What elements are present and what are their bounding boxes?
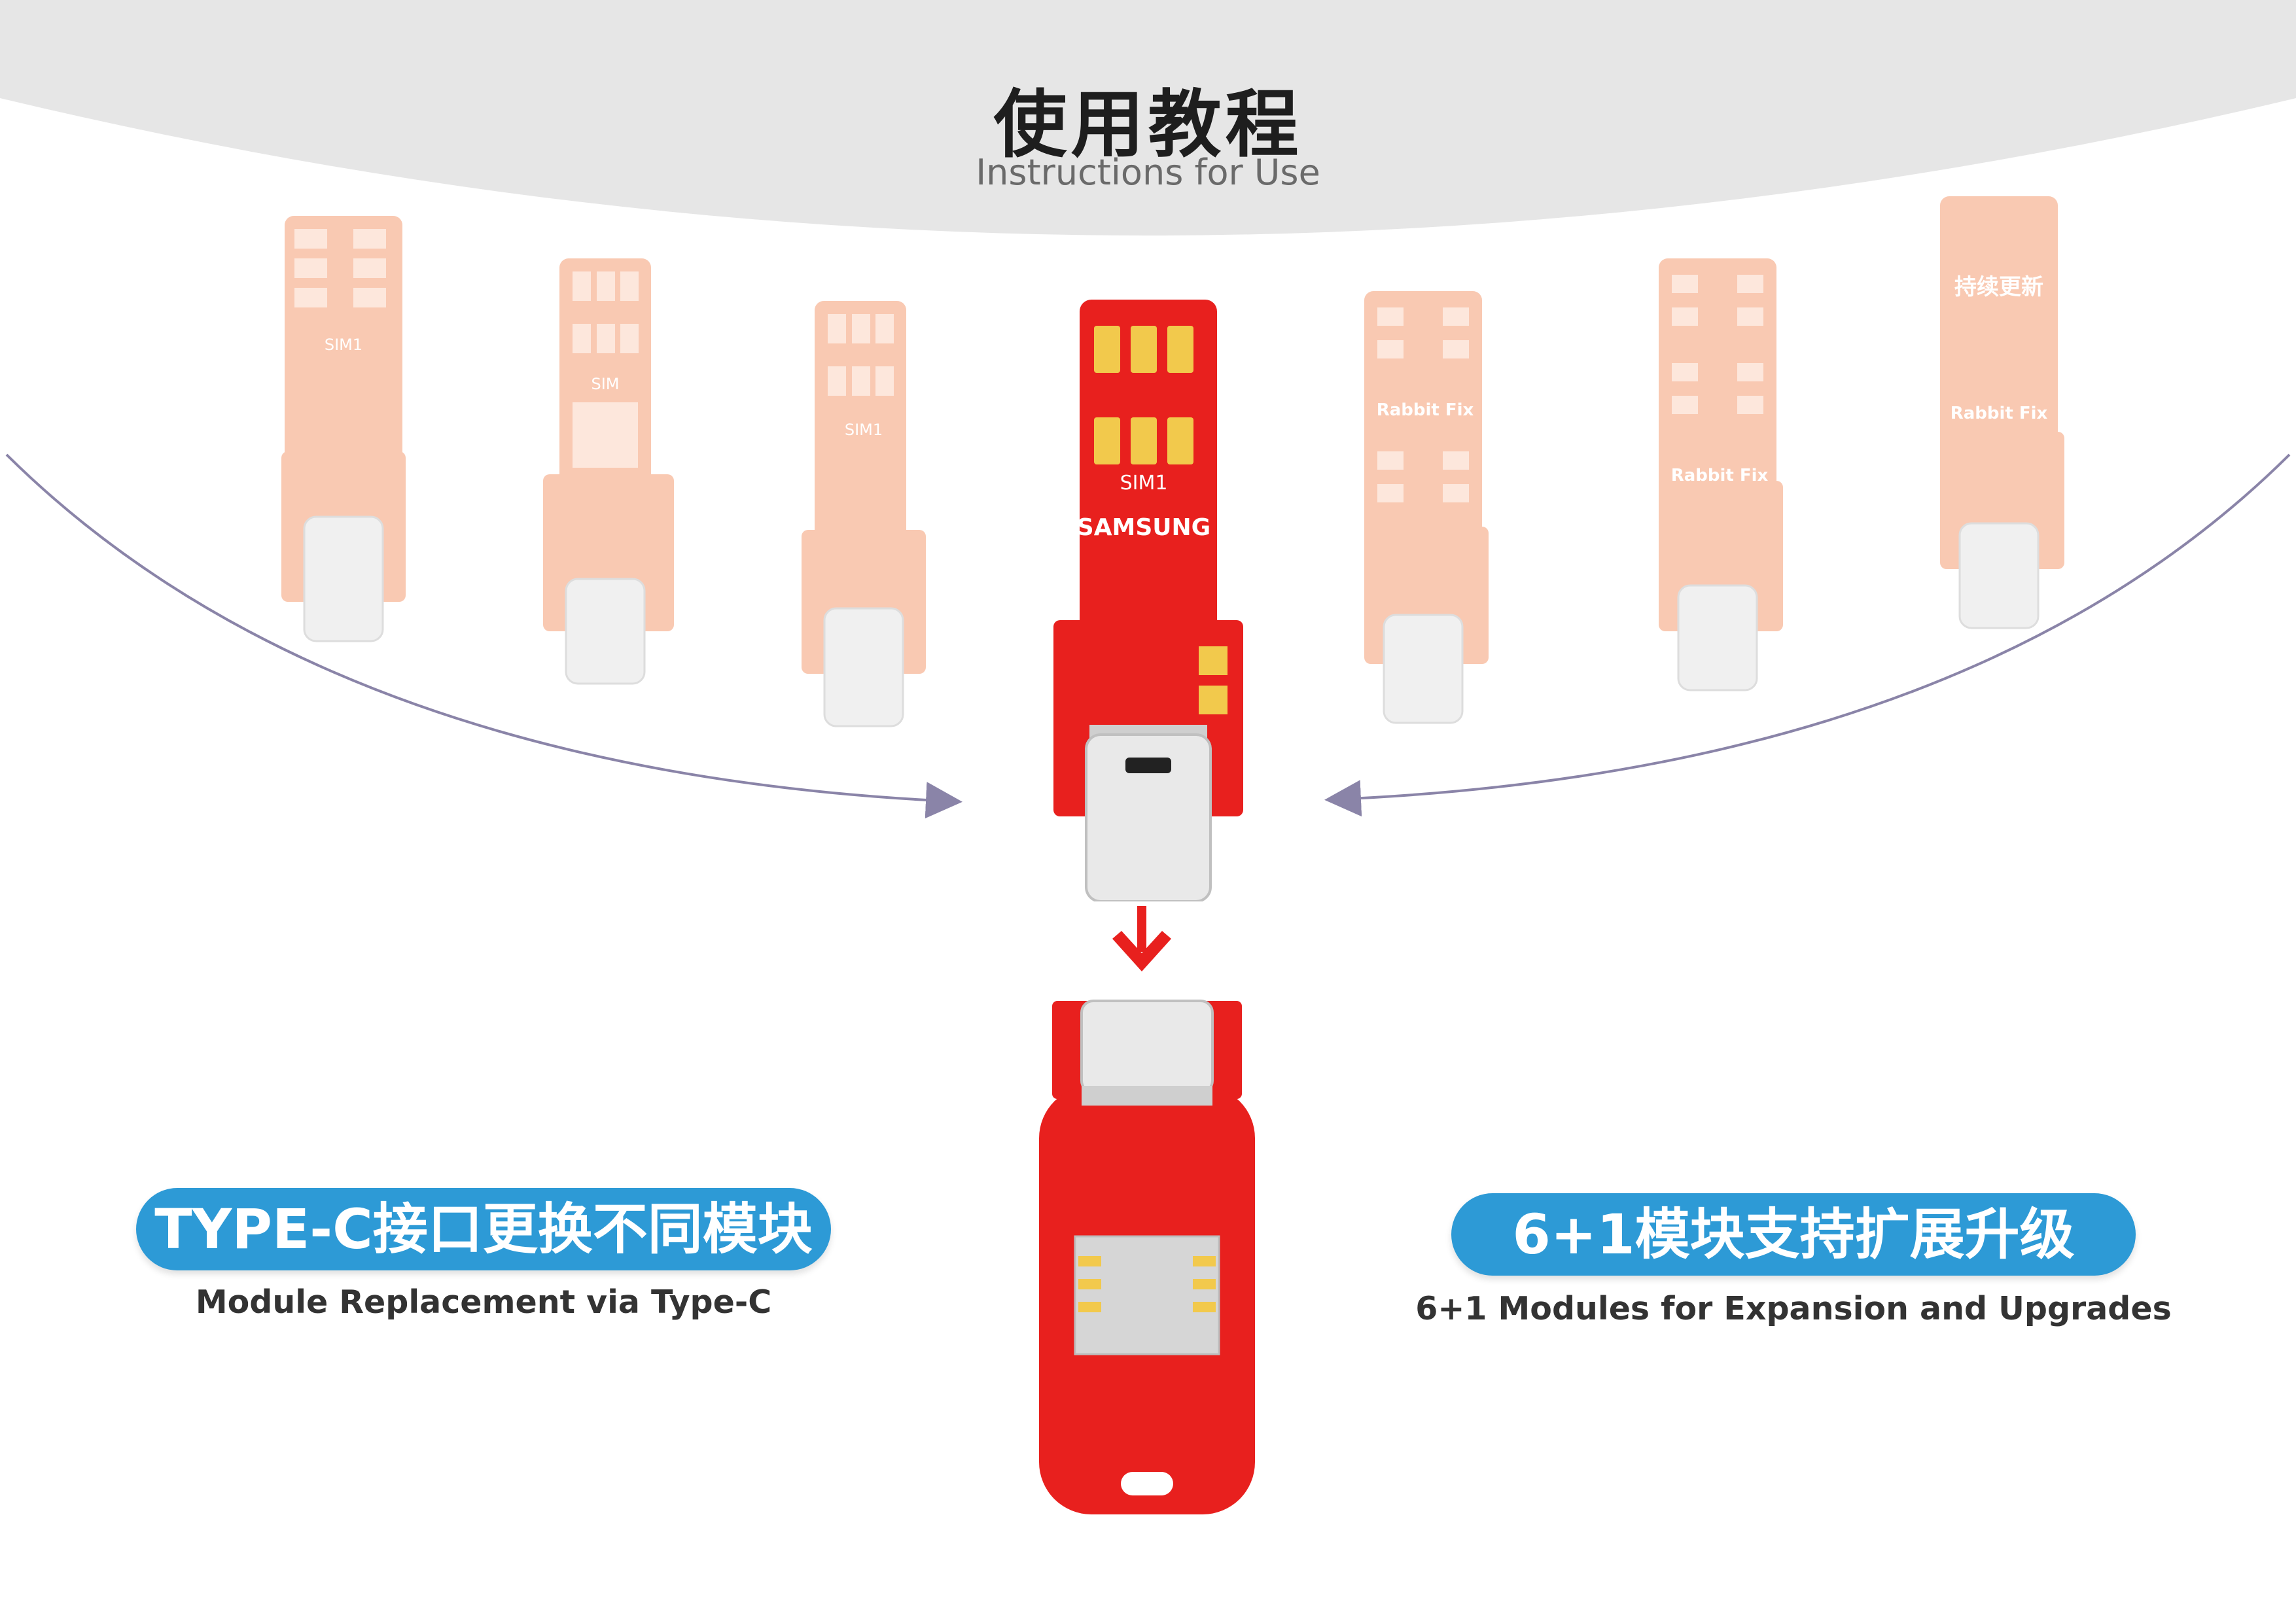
- svg-text:SIM1: SIM1: [325, 336, 362, 354]
- arrow-right-icon: [5, 453, 963, 819]
- module-samsung: SIM1 SAMSUNG: [1053, 300, 1243, 901]
- svg-text:SAMSUNG: SAMSUNG: [1077, 514, 1210, 541]
- svg-text:持续更新: 持续更新: [1954, 274, 2043, 300]
- feature-pill-expansion: 6+1模块支持扩展升级: [1451, 1193, 2136, 1276]
- module-updating-faded: 持续更新 Rabbit Fix: [1940, 196, 2064, 629]
- svg-text:Rabbit Fix: Rabbit Fix: [1377, 400, 1474, 420]
- svg-text:SIM1: SIM1: [1120, 472, 1168, 495]
- sim-adapter-board: [1039, 1000, 1255, 1514]
- svg-text:Rabbit Fix: Rabbit Fix: [1951, 404, 2048, 423]
- feature-subtitle-typec: Module Replacement via Type-C: [195, 1283, 772, 1321]
- arrow-left-icon: [1324, 453, 2291, 817]
- module-sim1-faded: SIM1: [281, 216, 406, 642]
- svg-text:SIM1: SIM1: [845, 421, 883, 439]
- module-sim1-b-faded: SIM1: [802, 301, 926, 727]
- header-arc: [0, 0, 2296, 236]
- module-rabbit-double-faded: Rabbit Fix: [1659, 258, 1783, 691]
- feature-subtitle-expansion: 6+1 Modules for Expansion and Upgrades: [1415, 1290, 2172, 1327]
- arrow-down-icon: [1112, 906, 1171, 971]
- svg-text:SIM: SIM: [591, 375, 619, 393]
- module-sim-qr-faded: SIM: [543, 258, 674, 685]
- page-subtitle: Instructions for Use: [976, 152, 1320, 193]
- feature-pill-typec: TYPE-C接口更换不同模块: [136, 1188, 831, 1270]
- page-title: 使用教程: [993, 82, 1303, 167]
- module-rabbit-2-faded: Rabbit Fix: [1364, 291, 1489, 724]
- svg-text:Rabbit Fix: Rabbit Fix: [1671, 466, 1769, 485]
